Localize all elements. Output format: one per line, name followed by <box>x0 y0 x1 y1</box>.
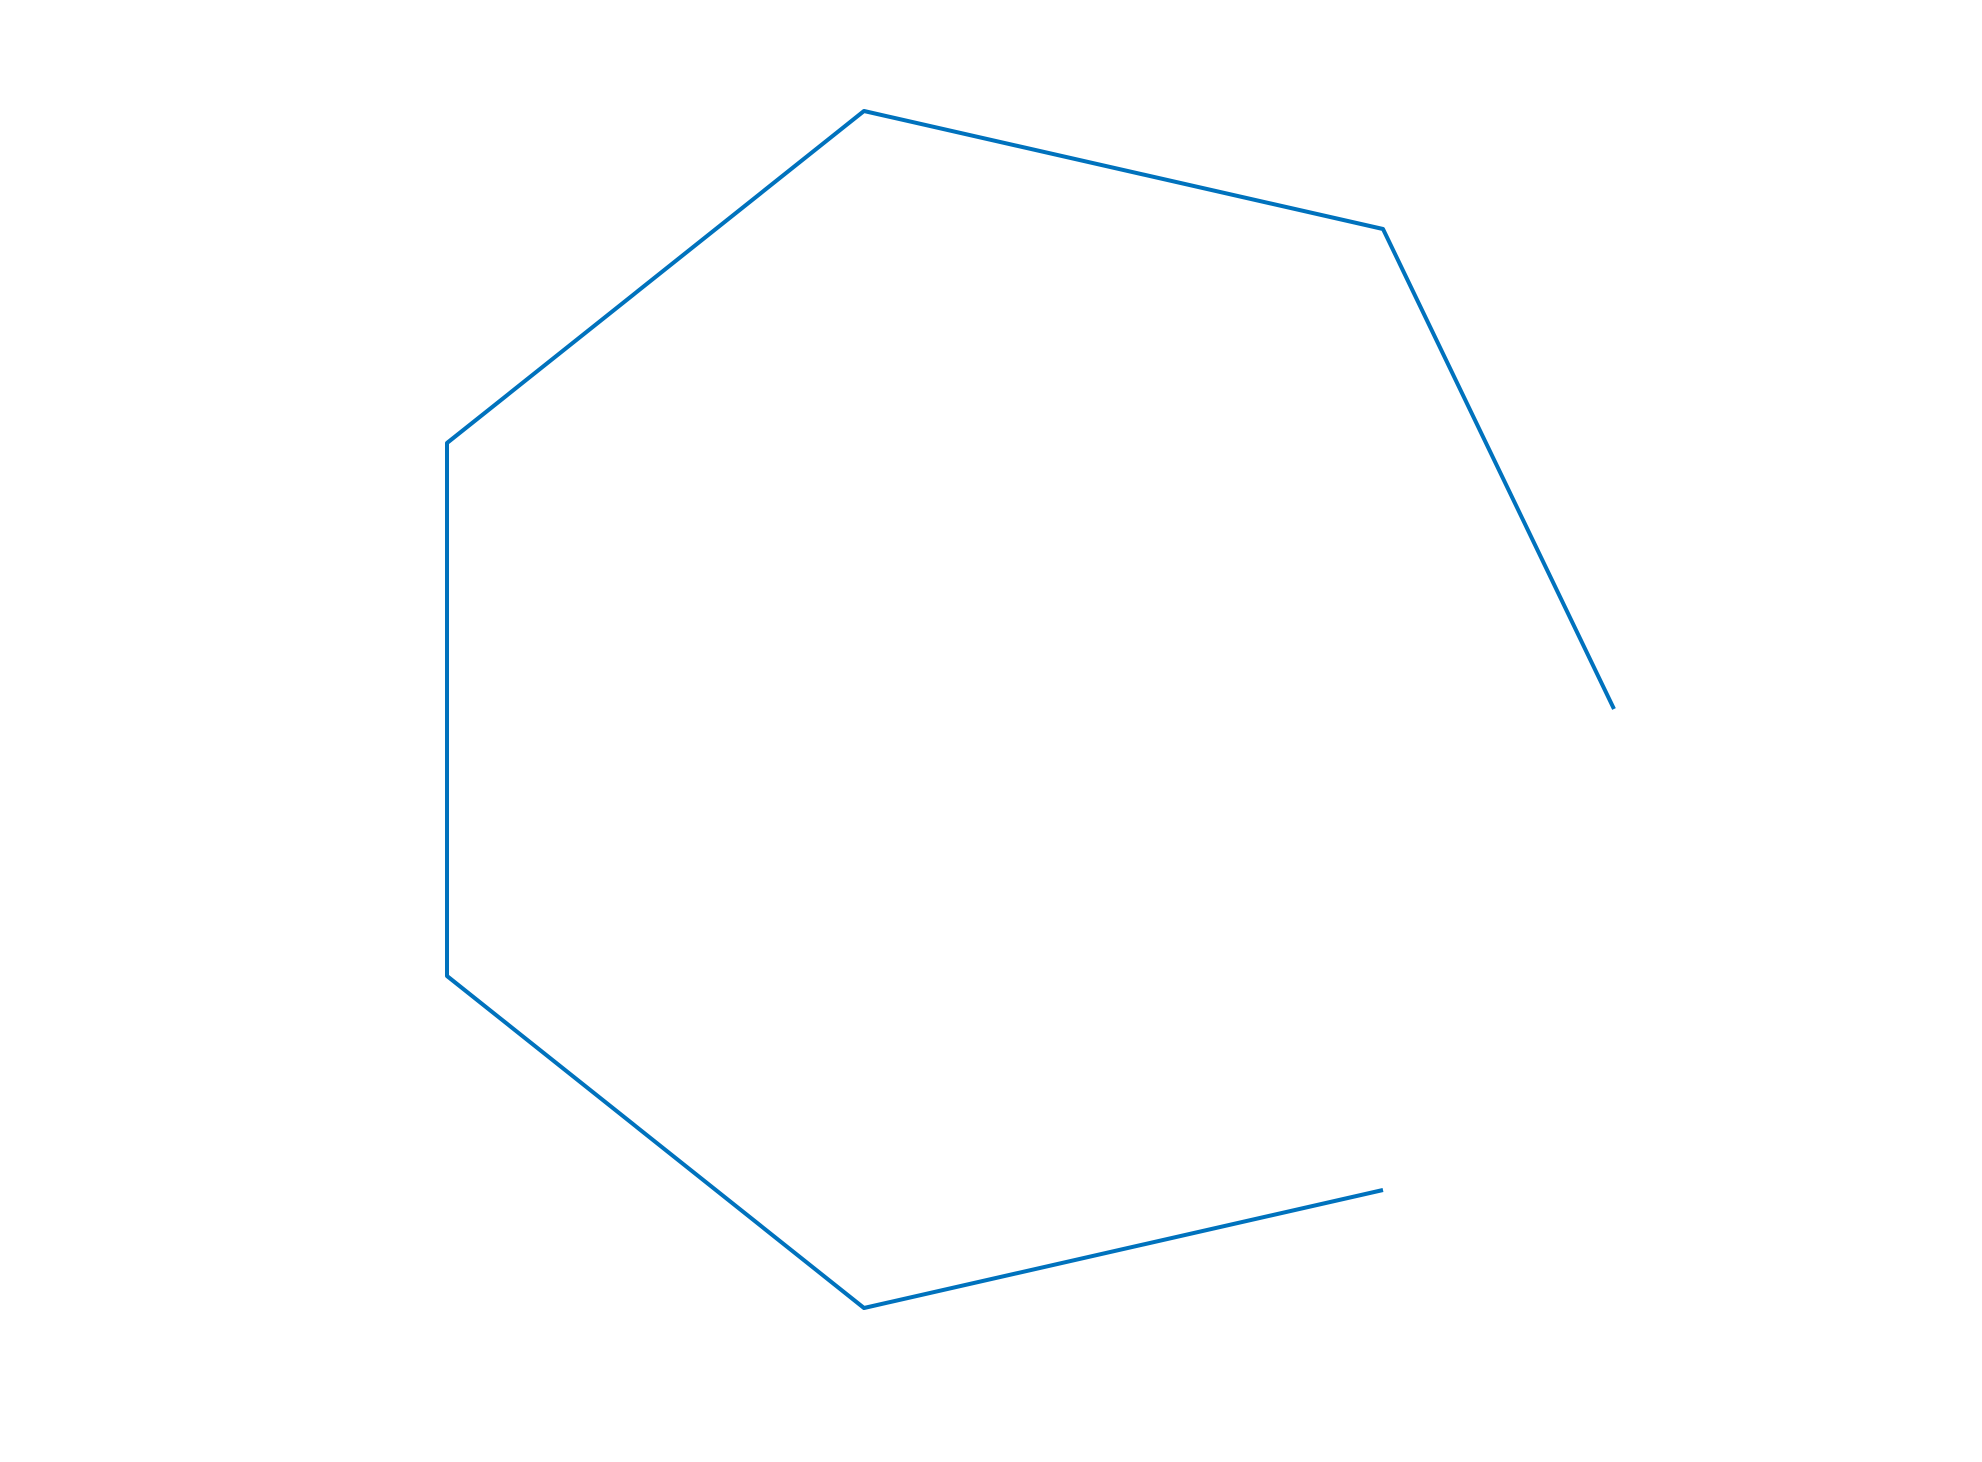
open-heptagon-outline <box>445 109 1616 1310</box>
